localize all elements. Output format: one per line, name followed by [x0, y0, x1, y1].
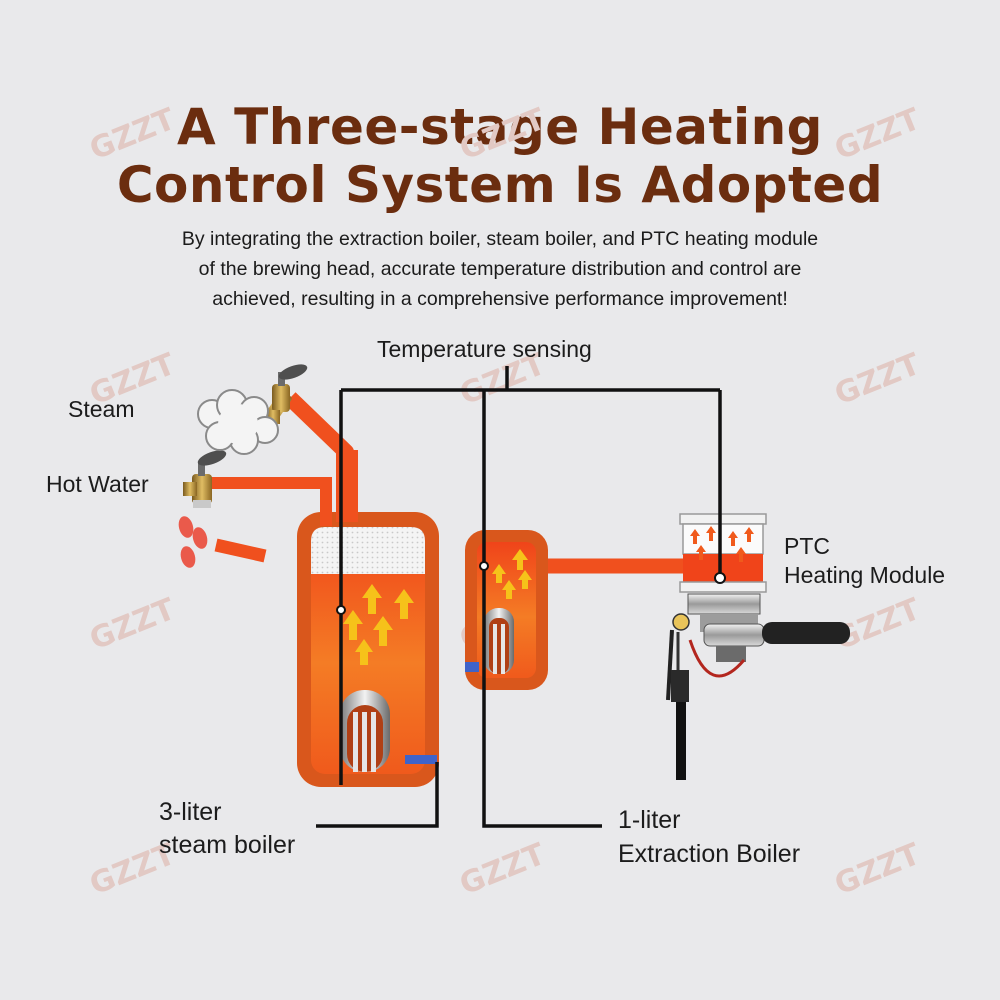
label-steam: Steam: [68, 396, 135, 422]
subtitle-line-1: By integrating the extraction boiler, st…: [181, 228, 819, 250]
watermark: GZZT: [830, 837, 926, 903]
hot-water-valve: [183, 450, 227, 508]
subtitle-line-3: achieved, resulting in a comprehensive p…: [212, 288, 788, 310]
extraction-boiler-heating-coil: [484, 608, 514, 674]
ptc-heat-arrows: [690, 526, 754, 562]
hot-water-pipe: [205, 477, 332, 526]
steam-cloud-icon: [197, 389, 279, 455]
steam-boiler-heat-arrows: [343, 584, 414, 665]
extraction-boiler: [465, 530, 548, 690]
page-title: A Three-stage Heating Control System Is …: [0, 98, 1000, 214]
sensor-points: [336, 561, 726, 615]
watermark: GZZT: [85, 592, 181, 658]
label-ptc-line-2: Heating Module: [784, 562, 946, 588]
watermark: GZZT: [830, 347, 926, 413]
label-extraction-boiler-line-1: 1-liter: [618, 806, 681, 834]
extraction-boiler-heat-arrows: [492, 549, 532, 599]
hot-water-outflow: [214, 538, 267, 563]
watermark: GZZT: [455, 102, 551, 168]
hot-water-drops-icon: [178, 516, 208, 568]
label-hot-water: Hot Water: [46, 471, 149, 497]
label-temperature-sensing: Temperature sensing: [377, 336, 592, 362]
steam-boiler: [297, 512, 439, 787]
title-line-1: A Three-stage Heating: [177, 98, 823, 156]
label-extraction-boiler-line-2: Extraction Boiler: [618, 840, 801, 868]
label-steam-boiler-line-2: steam boiler: [159, 831, 296, 859]
temperature-sensing-lines: [316, 366, 722, 828]
label-ptc-line-1: PTC: [784, 533, 830, 559]
page-subtitle: By integrating the extraction boiler, st…: [60, 224, 940, 314]
ptc-heating-module: [679, 513, 767, 593]
watermark: GZZT: [85, 102, 181, 168]
watermark: GZZT: [455, 837, 551, 903]
title-line-2: Control System Is Adopted: [116, 156, 884, 214]
steam-valve: [264, 364, 308, 424]
watermark: GZZT: [830, 102, 926, 168]
steam-boiler-heating-coil: [340, 690, 390, 772]
brewing-head: [666, 593, 850, 780]
label-steam-boiler-line-1: 3-liter: [159, 798, 222, 826]
subtitle-line-2: of the brewing head, accurate temperatur…: [198, 258, 802, 280]
